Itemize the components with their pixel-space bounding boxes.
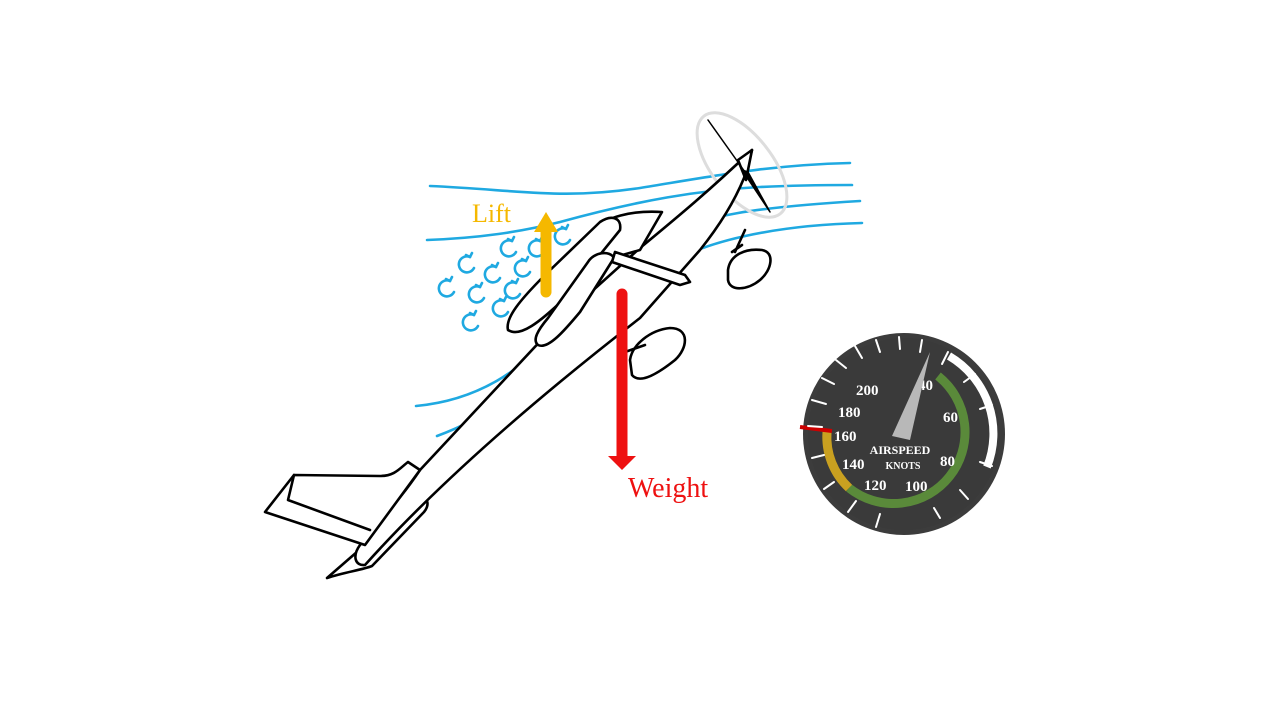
- main-wheel-fairing: [628, 326, 687, 380]
- propeller-blade-top: [707, 119, 746, 173]
- gauge-white-arc: [946, 352, 998, 469]
- main-gear-leg: [623, 343, 647, 354]
- weight-arrow: [608, 288, 636, 470]
- gauge-label-140: 140: [842, 457, 865, 473]
- front-wheel-fairing: [726, 248, 772, 290]
- swirl: [467, 281, 486, 304]
- wing-detail: [534, 251, 616, 348]
- gauge-label-180: 180: [838, 405, 861, 421]
- wing-strut: [610, 250, 692, 287]
- gauge-label-120: 120: [864, 478, 887, 494]
- swirl: [553, 223, 572, 246]
- swirl: [491, 295, 510, 318]
- lift-arrow: [534, 212, 558, 298]
- swirl: [513, 255, 532, 278]
- vertical-fin: [263, 460, 422, 547]
- airflow-line: [428, 161, 852, 196]
- weight-label: Weight: [628, 473, 708, 504]
- rudder-line: [286, 473, 372, 532]
- gauge-ticks: [807, 336, 993, 528]
- gauge-yellow-arc: [822, 431, 853, 492]
- airspeed-indicator: 40 60 80 100 120 140 160 180 200 AIRSPEE…: [799, 333, 1005, 535]
- gauge-green-arc: [846, 372, 970, 509]
- swirl: [457, 251, 476, 274]
- lift-label: Lift: [472, 199, 512, 228]
- front-gear-leg: [730, 228, 747, 254]
- swirl: [461, 309, 480, 332]
- gauge-title-airspeed: AIRSPEED: [870, 443, 931, 457]
- swirl: [503, 277, 522, 300]
- gauge-needle: [892, 352, 930, 440]
- airplane: [263, 111, 789, 580]
- gauge-label-80: 80: [940, 454, 955, 470]
- gauge-red-line: [799, 425, 833, 433]
- airflow-line: [425, 183, 854, 242]
- gauge-label-100: 100: [905, 479, 928, 495]
- fuselage: [354, 148, 754, 567]
- gauge-title-knots: KNOTS: [885, 461, 920, 472]
- wing: [506, 216, 622, 334]
- swirl: [483, 261, 502, 284]
- propeller-blade-bottom: [741, 169, 771, 213]
- gauge-label-160: 160: [834, 429, 857, 445]
- swirl: [499, 235, 518, 258]
- gauge-label-60: 60: [943, 410, 958, 426]
- swirl: [437, 275, 456, 298]
- gauge-label-200: 200: [856, 383, 879, 399]
- turbulence-swirls: [437, 223, 572, 332]
